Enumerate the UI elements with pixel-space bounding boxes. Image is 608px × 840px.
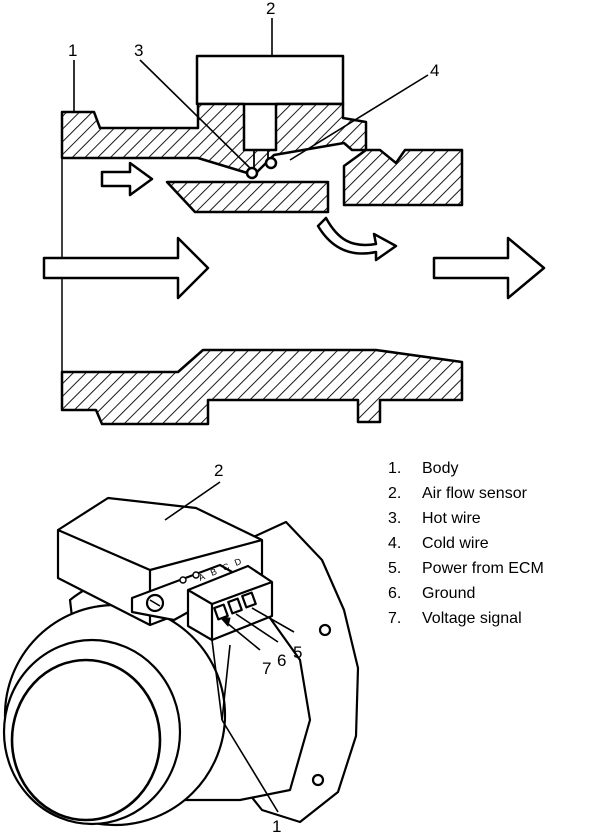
callout-bottom-2: 2 bbox=[214, 461, 223, 480]
legend-item: 1.Body bbox=[388, 460, 459, 477]
bottom-callout-leaders bbox=[164, 481, 279, 813]
flow-arrow-icon bbox=[42, 161, 546, 300]
sensor-housing bbox=[195, 54, 345, 106]
connector-letter-d: D bbox=[233, 556, 243, 568]
legend-item: 7.Voltage signal bbox=[388, 610, 522, 627]
callout-top-3: 3 bbox=[134, 41, 143, 60]
pin-label-7: 7 bbox=[262, 659, 271, 678]
connector-letter-labels: A B C D bbox=[197, 556, 243, 583]
legend-item: 6.Ground bbox=[388, 585, 476, 602]
callout-top-2: 2 bbox=[266, 0, 275, 18]
callout-top-4: 4 bbox=[430, 61, 439, 80]
connector-icon bbox=[186, 564, 274, 642]
legend-item: 5.Power from ECM bbox=[388, 560, 544, 577]
legend-list: 1.Body 2.Air flow sensor 3.Hot wire 4.Co… bbox=[388, 456, 544, 631]
legend-item: 2.Air flow sensor bbox=[388, 485, 527, 502]
screw-icon bbox=[145, 593, 165, 613]
legend-item: 4.Cold wire bbox=[388, 535, 489, 552]
lower-body-wall bbox=[60, 348, 464, 426]
hot-wire bbox=[245, 166, 259, 180]
pin-label-5: 5 bbox=[293, 643, 302, 662]
legend-item: 3.Hot wire bbox=[388, 510, 481, 527]
connector-letter-b: B bbox=[209, 566, 218, 578]
connector-letter-c: C bbox=[221, 561, 231, 573]
connector-letter-a: A bbox=[197, 571, 206, 583]
sensor-perspective-view bbox=[2, 496, 360, 827]
cross-section-view bbox=[60, 54, 464, 426]
top-callout-leaders bbox=[73, 18, 429, 169]
callout-bottom-1: 1 bbox=[272, 817, 281, 836]
pin-label-6: 6 bbox=[277, 651, 286, 670]
cold-wire bbox=[264, 156, 278, 170]
upper-body-wall bbox=[60, 102, 464, 207]
callout-top-1: 1 bbox=[68, 41, 77, 60]
bypass-divider bbox=[165, 180, 330, 214]
